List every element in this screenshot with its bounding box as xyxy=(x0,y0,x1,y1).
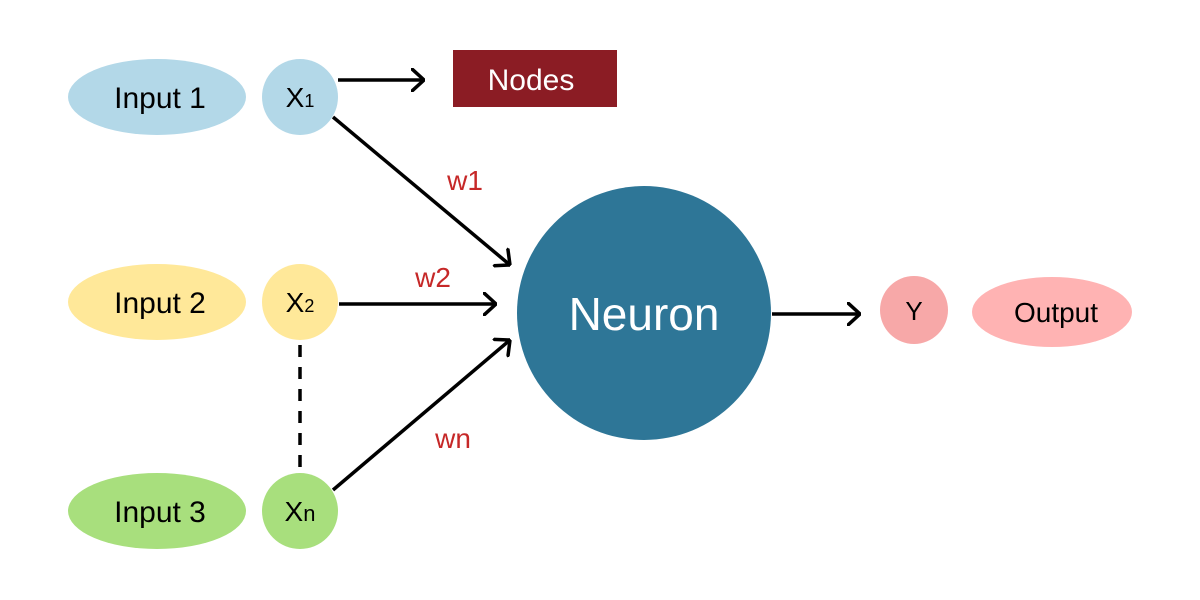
xn-label: Xn xyxy=(285,496,316,527)
x1-node xyxy=(262,59,338,135)
y-label: Y xyxy=(905,296,922,326)
x1-label: X1 xyxy=(286,82,315,113)
output-label: Output xyxy=(1014,297,1098,328)
arrow-xn-to-neuron xyxy=(331,340,510,492)
input-3-label: Input 3 xyxy=(114,496,206,529)
xn-node xyxy=(262,473,338,549)
neuron-circle xyxy=(517,186,771,440)
weight-w2: w2 xyxy=(414,262,451,293)
y-node xyxy=(880,276,948,344)
weight-w1: w1 xyxy=(446,165,483,196)
x2-label: X2 xyxy=(286,287,315,318)
arrow-x1-to-neuron xyxy=(331,115,510,265)
input-1-ellipse xyxy=(68,59,246,135)
nodes-label: Nodes xyxy=(488,64,575,97)
nodes-box xyxy=(453,50,617,107)
input-3-ellipse xyxy=(68,473,246,549)
x2-node xyxy=(262,264,338,340)
input-1-label: Input 1 xyxy=(114,82,206,115)
output-ellipse xyxy=(972,277,1132,347)
weight-wn: wn xyxy=(434,423,471,454)
input-2-ellipse xyxy=(68,264,246,340)
neuron-label: Neuron xyxy=(569,288,720,340)
input-2-label: Input 2 xyxy=(114,287,206,320)
